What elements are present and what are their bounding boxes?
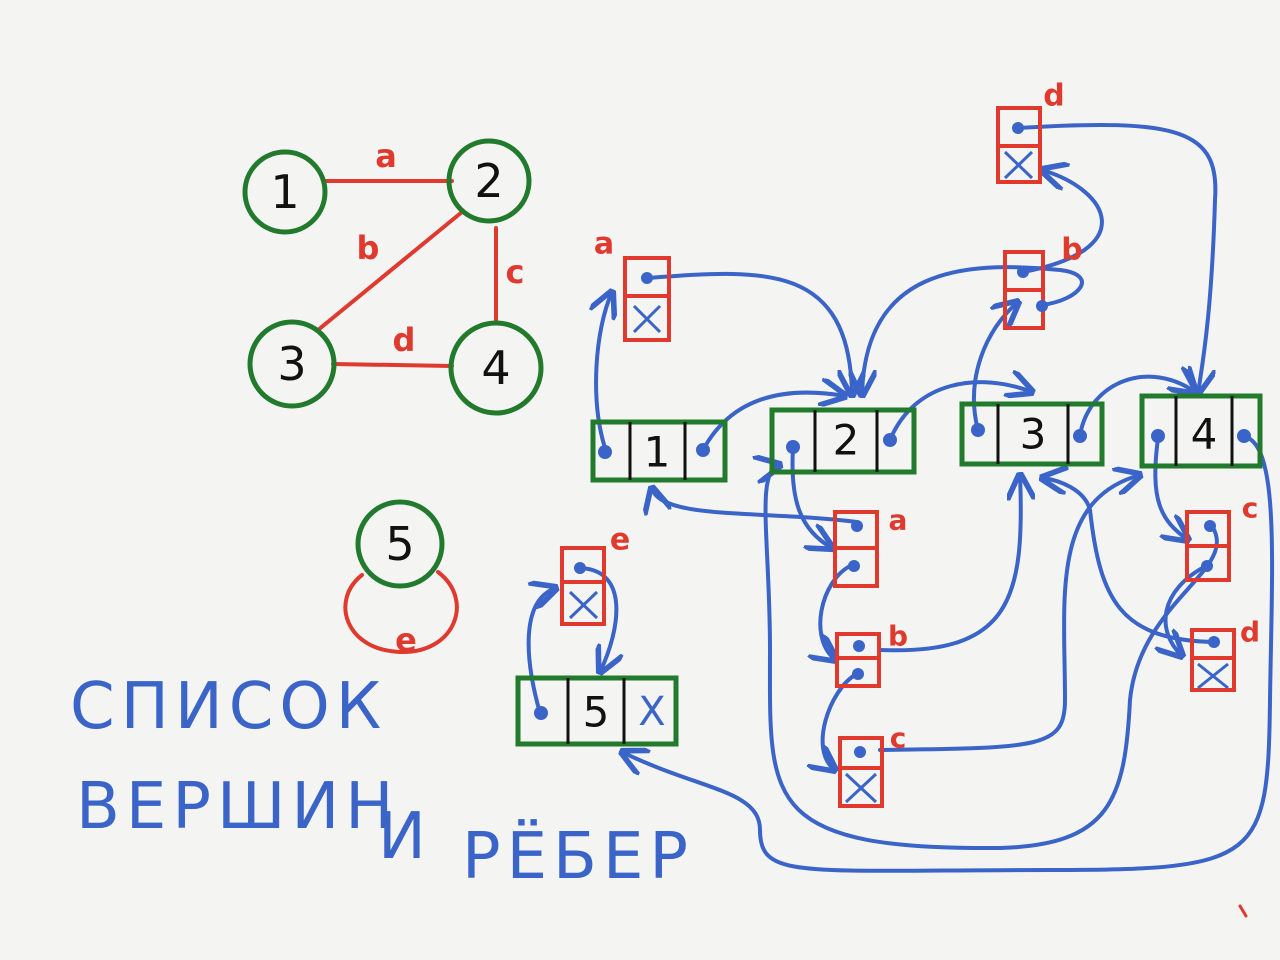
arrow-b-to-2 [862,265,1084,395]
incidence-nodes [833,510,1236,808]
incidence-node-a [833,510,879,588]
incidence-node-label-c: c [890,722,907,755]
edge-node-label-b: b [1061,233,1082,268]
vertex-list-node-5: 5 X [515,675,679,747]
arrow-e-to-5 [578,566,616,672]
graph-vertex-4-label: 4 [481,341,510,395]
arrow-3-to-4 [1078,377,1195,437]
vertex-list-node-4: 4 [1139,393,1263,469]
arrow-a-to-2 [645,271,852,395]
graph-vertex-2-label: 2 [474,154,503,208]
graph-edge-label-c: c [506,253,525,291]
incidence-node-label-d: d [1240,616,1260,649]
arrow-inc-c2-to-2 [766,465,1219,851]
caption-line-2: ВЕРШИН [76,770,400,844]
edge-node-label-a: a [594,227,614,262]
graph-vertex-5-circle [355,499,445,589]
edge-node-a [623,256,671,342]
edge-node-e [560,546,606,626]
arrow-inc-c2-to-inc-d [1166,564,1208,656]
caption-line-3: И [378,800,432,874]
vertex-list-node-3: 3 [959,401,1105,467]
arrow-2-to-inc-a [790,446,832,548]
arrow-1-to-2 [701,393,845,452]
incidence-node-label-a: a [889,504,908,537]
vertex-list-label-3: 3 [1020,410,1047,459]
arrow-inc-a-to-1 [652,488,859,524]
incidence-node-label-c2: c [1242,492,1259,525]
graph-vertex-1-circle [242,149,328,235]
graph-vertex-2-circle [446,138,532,224]
vertex-list-label-2: 2 [833,416,860,465]
vertex-list-label-1: 1 [644,428,671,477]
vertex-list-node-1: 1 [590,419,728,483]
graph-drawing: 1 2 3 4 5 a b c d e [242,137,544,659]
stray-mark [1238,904,1248,918]
graph-edge-label-d: d [393,321,416,359]
edge-nodes [560,106,1048,626]
arrow-inc-b-to-inc-c [823,673,857,770]
graph-vertex-5-label: 5 [385,517,414,571]
arrow-4-to-inc-c2 [1153,436,1188,540]
caption-line-1: СПИСОК [70,670,388,744]
edge-line-b [316,210,464,332]
pointer-arrows [526,122,1275,873]
arrow-4-to-5 [622,434,1275,873]
arrow-inc-b-to-3 [878,475,1021,653]
graph-edge-label-b: b [357,229,380,267]
incidence-node-c [838,736,884,808]
arrow-1-to-a [596,292,612,450]
arrow-5-to-e [526,588,556,715]
graph-edges [316,179,498,655]
edge-node-b [1003,250,1048,330]
incidence-node-label-b: b [888,620,908,653]
arrow-2-to-3 [888,382,1032,442]
graph-edge-label-a: a [375,137,397,175]
edge-node-d [996,106,1042,184]
arrow-inc-c-to-4 [878,475,1140,752]
arrow-inc-d-to-3 [1042,478,1216,644]
vertex-list-label-5: 5 [583,688,610,737]
vertex-list: 1 2 3 4 [515,393,1263,747]
graph-vertex-1-label: 1 [270,165,299,219]
arrow-3-to-b [972,302,1018,432]
edge-loop-e [343,570,459,655]
incidence-node-c2 [1185,510,1231,582]
graph-vertex-3-circle [247,319,337,409]
vertex-list-node-2: 2 [769,407,917,475]
incidence-node-b [835,632,881,688]
graph-vertex-4-circle [448,320,544,416]
edge-node-label-e: e [610,523,630,558]
incidence-node-d [1190,628,1236,692]
graph-vertex-3-label: 3 [277,337,306,391]
arrow-inc-a-to-inc-b [820,563,854,660]
vertex-list-null-5: X [638,689,665,735]
graph-edge-label-e: e [395,621,417,659]
vertex-list-label-4: 4 [1191,410,1218,459]
arrow-b-to-d [1021,170,1104,274]
arrow-d-to-4 [1016,122,1218,393]
edge-node-label-d: d [1043,79,1064,114]
caption-line-4: РЁБЕР [462,820,694,894]
edge-line-d [331,362,454,368]
